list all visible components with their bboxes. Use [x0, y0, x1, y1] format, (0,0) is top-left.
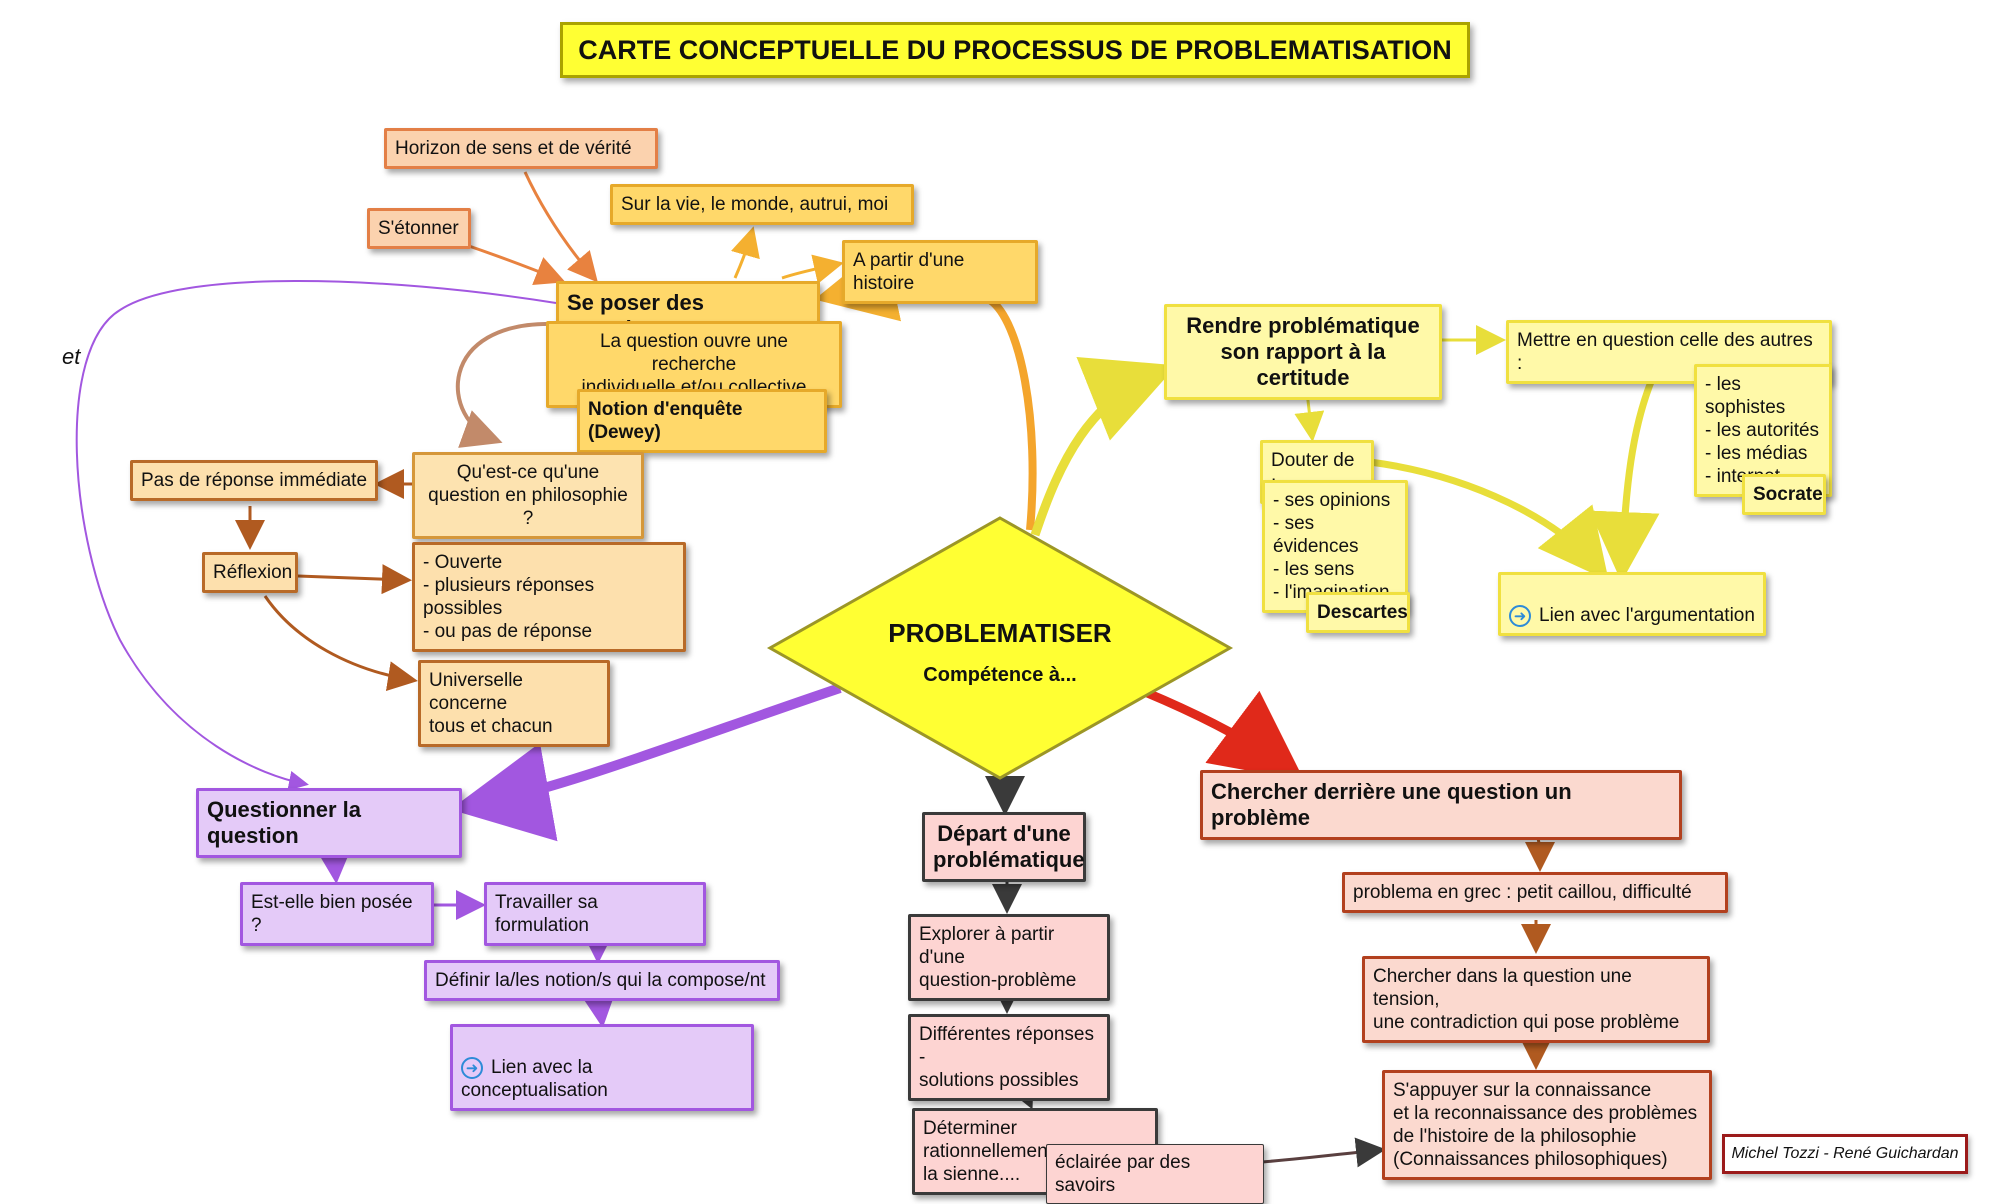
node-questionner[interactable]: Questionner la question — [196, 788, 462, 858]
node-universelle[interactable]: Universelle concerne tous et chacun — [418, 660, 610, 747]
node-travailler[interactable]: Travailler sa formulation — [484, 882, 706, 946]
node-descartes[interactable]: Descartes — [1306, 592, 1410, 633]
link-histoire — [781, 254, 844, 284]
node-etonner[interactable]: S'étonner — [367, 208, 471, 249]
link-eclairee — [1261, 1137, 1386, 1168]
node-pas-de-reponse[interactable]: Pas de réponse immédiate — [130, 460, 378, 501]
link-sur-la-vie — [730, 226, 760, 279]
lien-argumentation-label: Lien avec l'argumentation — [1539, 605, 1755, 626]
link-quest-ce — [455, 321, 557, 448]
node-tension[interactable]: Chercher dans la question une tension, u… — [1362, 956, 1710, 1043]
credit-label: Michel Tozzi - René Guichardan — [1722, 1134, 1968, 1174]
link-ouverte — [297, 564, 412, 595]
map-title: CARTE CONCEPTUELLE DU PROCESSUS DE PROBL… — [560, 22, 1470, 78]
node-dewey[interactable]: Notion d'enquête (Dewey) — [577, 389, 827, 453]
node-problema[interactable]: problema en grec : petit caillou, diffic… — [1342, 872, 1728, 913]
et-label: et — [62, 344, 81, 369]
link-conceptualisation — [584, 996, 614, 1028]
node-reflexion[interactable]: Réflexion — [202, 552, 298, 593]
link-universelle — [263, 595, 418, 691]
node-lien-conceptualisation[interactable]: ➜Lien avec la conceptualisation — [450, 1024, 754, 1111]
branch-to-rendre — [1030, 357, 1177, 537]
node-chercher[interactable]: Chercher derrière une question un problè… — [1200, 770, 1682, 840]
node-rendre[interactable]: Rendre problématique son rapport à la ce… — [1164, 304, 1442, 400]
node-appuyer[interactable]: S'appuyer sur la connaissance et la reco… — [1382, 1070, 1712, 1180]
branch-to-chercher — [1143, 687, 1305, 781]
center-subtitle: Compétence à... — [923, 664, 1077, 686]
node-sur-la-vie[interactable]: Sur la vie, le monde, autrui, moi — [610, 184, 914, 225]
node-quest-ce[interactable]: Qu'est-ce qu'une question en philosophie… — [412, 452, 644, 539]
node-depart[interactable]: Départ d'une problématique — [922, 812, 1086, 882]
arrow-circle-icon[interactable]: ➜ — [1509, 604, 1531, 627]
link-et-loop — [75, 280, 557, 791]
node-ouverte[interactable]: - Ouverte - plusieurs réponses possibles… — [412, 542, 686, 652]
lien-conceptualisation-label: Lien avec la conceptualisation — [461, 1057, 608, 1101]
branch-to-questionner — [450, 683, 842, 842]
link-horizon — [523, 171, 598, 283]
center-diamond[interactable] — [766, 516, 1234, 780]
node-eclairee[interactable]: éclairée par des savoirs — [1046, 1144, 1264, 1204]
node-explorer[interactable]: Explorer à partir d'une question-problèm… — [908, 914, 1110, 1001]
node-bien-posee[interactable]: Est-elle bien posée ? — [240, 882, 434, 946]
node-horizon[interactable]: Horizon de sens et de vérité — [384, 128, 658, 169]
center-title: PROBLEMATISER — [888, 618, 1112, 648]
link-etonner — [465, 243, 566, 286]
node-definir[interactable]: Définir la/les notion/s qui la compose/n… — [424, 960, 780, 1001]
link-douter-argumentation — [1369, 458, 1609, 581]
node-lien-argumentation[interactable]: ➜ Lien avec l'argumentation — [1498, 572, 1766, 636]
branch-to-se-poser — [814, 243, 1037, 531]
node-differentes[interactable]: Différentes réponses - solutions possibl… — [908, 1014, 1110, 1101]
link-mettre-argumentation — [1589, 360, 1664, 582]
node-histoire[interactable]: A partir d'une histoire — [842, 240, 1038, 304]
arrow-circle-icon[interactable]: ➜ — [461, 1056, 483, 1079]
node-socrate[interactable]: Socrate — [1742, 474, 1826, 515]
